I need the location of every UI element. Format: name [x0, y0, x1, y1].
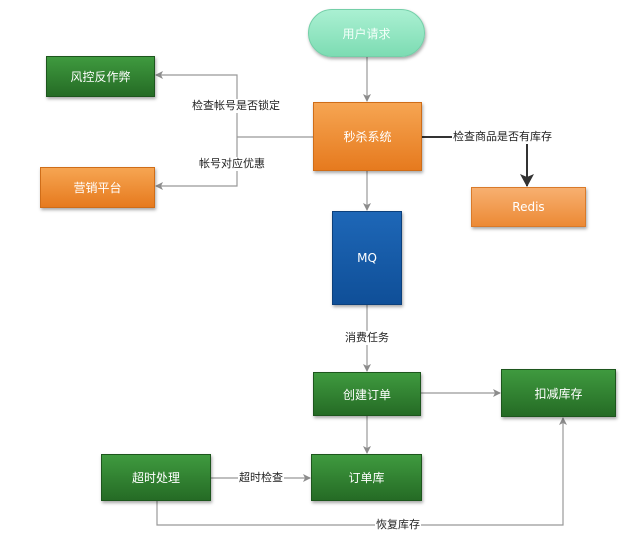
edge-timeout-to-deduct: [156, 417, 567, 526]
node-seckill-system: 秒杀系统: [313, 102, 422, 171]
edge-branch-to-marketing: [155, 137, 238, 190]
label-check-product-stock: 检查商品是否有库存: [452, 130, 553, 144]
label-check-account-locked: 检查帐号是否锁定: [191, 99, 281, 113]
edge-branch-to-risk: [155, 71, 238, 137]
node-redis: Redis: [471, 187, 586, 227]
edge-seckill-to-redis: [422, 136, 534, 187]
node-marketing-platform: 营销平台: [40, 167, 155, 208]
label-restore-stock: 恢复库存: [375, 518, 421, 532]
node-create-order: 创建订单: [313, 372, 421, 416]
node-order-db: 订单库: [311, 454, 422, 501]
node-user-request: 用户请求: [308, 9, 425, 57]
label-consume-task: 消费任务: [344, 331, 390, 345]
node-mq: MQ: [332, 211, 402, 305]
label-timeout-check: 超时检查: [238, 471, 284, 485]
node-risk-control: 风控反作弊: [46, 56, 155, 97]
node-timeout-handle: 超时处理: [101, 454, 211, 501]
label-account-discount: 帐号对应优惠: [198, 157, 266, 171]
node-deduct-stock: 扣减库存: [501, 369, 616, 417]
